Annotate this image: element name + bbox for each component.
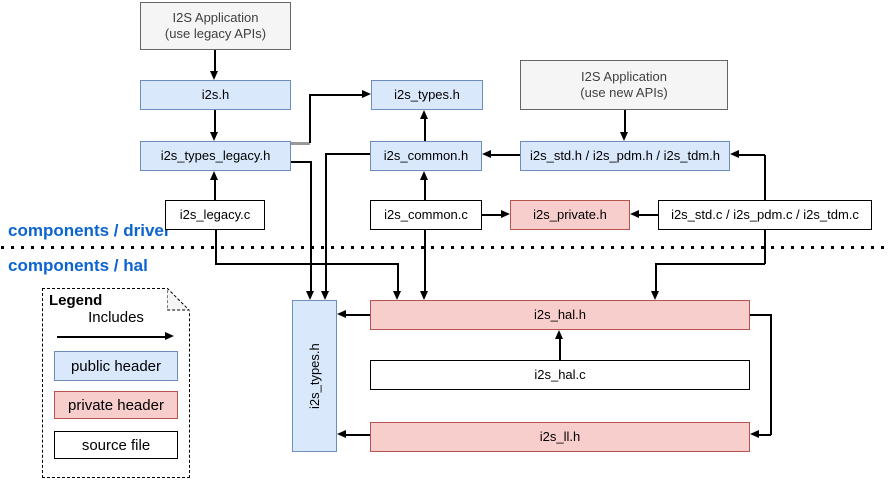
line-segment	[639, 214, 658, 216]
driver-section-label: components / driver	[8, 221, 171, 240]
line-segment	[739, 154, 765, 156]
legend-private-header-label: private header	[68, 396, 164, 414]
arrowhead	[630, 210, 639, 218]
line-segment	[424, 230, 426, 291]
line-segment	[482, 214, 502, 216]
node-label: i2s_common.h	[383, 147, 469, 163]
line-segment	[309, 94, 311, 143]
node-i2s-private-h: i2s_private.h	[510, 200, 630, 230]
node-i2s-types-legacy-h: i2s_types_legacy.h	[140, 141, 291, 171]
legend-panel: Legend Includes public header private he…	[42, 288, 190, 478]
arrowhead	[420, 291, 428, 300]
arrowhead	[420, 110, 428, 119]
node-label: i2s_types.h	[306, 343, 322, 409]
hal-section-label: components / hal	[8, 256, 148, 275]
arrowhead	[750, 430, 759, 438]
node-label-line2: (use legacy APIs)	[164, 26, 267, 41]
line-segment	[764, 230, 766, 264]
arrowhead	[210, 171, 218, 180]
line-segment	[310, 161, 312, 291]
arrowhead	[337, 310, 346, 318]
line-segment	[214, 50, 216, 72]
node-label: i2s_common.c	[384, 206, 468, 222]
node-i2s-application-legacy: I2S Application (use legacy APIs)	[140, 2, 291, 50]
arrowhead	[210, 71, 218, 80]
line-segment	[291, 161, 311, 163]
line-segment	[559, 339, 561, 360]
node-i2s-hal-c: i2s_hal.c	[370, 360, 750, 390]
node-label-line1: I2S Application	[580, 68, 667, 84]
folded-corner-icon	[167, 288, 190, 311]
node-label-line2: (use new APIs)	[580, 85, 668, 100]
line-segment	[655, 263, 765, 265]
legend-includes-label: Includes	[88, 309, 144, 326]
arrowhead	[555, 330, 563, 339]
line-segment	[624, 110, 626, 133]
section-divider-dotted-line	[1, 246, 890, 249]
line-segment	[214, 110, 216, 133]
node-i2s-h: i2s.h	[140, 80, 291, 110]
legend-private-header-swatch: private header	[54, 391, 178, 419]
node-label: i2s_private.h	[533, 206, 607, 222]
arrowhead	[321, 291, 329, 300]
node-i2s-ll-h: i2s_ll.h	[370, 422, 750, 452]
arrowhead	[651, 291, 659, 300]
node-label: i2s_hal.h	[533, 306, 587, 322]
line-segment	[215, 263, 398, 265]
legend-includes-arrow-line	[57, 336, 167, 338]
arrowhead	[501, 210, 510, 218]
arrowhead	[420, 171, 428, 180]
node-label-line1: I2S Application	[172, 9, 259, 25]
line-segment	[325, 153, 327, 291]
line-segment	[346, 434, 370, 436]
line-segment	[325, 153, 370, 155]
line-segment	[424, 118, 426, 141]
node-label: i2s_std.c / i2s_pdm.c / i2s_tdm.c	[671, 206, 859, 222]
line-segment	[214, 180, 216, 200]
node-i2s-types-h-hal: i2s_types.h	[292, 300, 337, 452]
legend-title: Legend	[49, 292, 103, 309]
arrowhead	[482, 150, 491, 158]
line-segment	[291, 142, 310, 145]
node-i2s-hal-h: i2s_hal.h	[370, 300, 750, 330]
line-segment	[770, 314, 772, 435]
arrowhead	[337, 430, 346, 438]
node-label: i2s_legacy.c	[179, 206, 251, 222]
legend-includes-arrowhead	[165, 332, 174, 340]
line-segment	[424, 180, 426, 200]
line-segment	[491, 154, 520, 156]
line-segment	[759, 434, 771, 436]
line-segment	[215, 230, 217, 264]
arrowhead	[210, 132, 218, 141]
legend-public-header-label: public header	[70, 357, 162, 375]
node-i2s-common-h: i2s_common.h	[370, 141, 482, 171]
legend-public-header-swatch: public header	[54, 351, 178, 381]
arrowhead	[620, 132, 628, 141]
node-label: i2s_types.h	[394, 86, 460, 102]
legend-source-file-swatch: source file	[54, 431, 178, 459]
line-segment	[764, 155, 766, 200]
arrowhead	[362, 90, 371, 98]
node-i2s-std-pdm-tdm-h: i2s_std.h / i2s_pdm.h / i2s_tdm.h	[520, 141, 730, 171]
node-i2s-common-c: i2s_common.c	[370, 200, 482, 230]
line-segment	[309, 94, 363, 96]
line-segment	[750, 314, 771, 316]
arrowhead	[306, 291, 314, 300]
arrowhead	[393, 291, 401, 300]
node-i2s-std-pdm-tdm-c: i2s_std.c / i2s_pdm.c / i2s_tdm.c	[658, 200, 872, 230]
node-i2s-types-h-driver: i2s_types.h	[371, 80, 483, 110]
legend-source-file-label: source file	[81, 436, 151, 454]
node-i2s-application-new: I2S Application (use new APIs)	[520, 60, 728, 110]
node-label: i2s_ll.h	[539, 428, 581, 444]
node-label: i2s_hal.c	[534, 366, 586, 382]
arrowhead	[730, 150, 739, 158]
line-segment	[346, 314, 370, 316]
node-i2s-legacy-c: i2s_legacy.c	[165, 200, 265, 230]
line-segment	[655, 263, 657, 291]
line-segment	[397, 263, 399, 291]
node-label: i2s_types_legacy.h	[160, 147, 271, 163]
node-label: i2s.h	[201, 86, 230, 102]
node-label: i2s_std.h / i2s_pdm.h / i2s_tdm.h	[529, 147, 721, 163]
